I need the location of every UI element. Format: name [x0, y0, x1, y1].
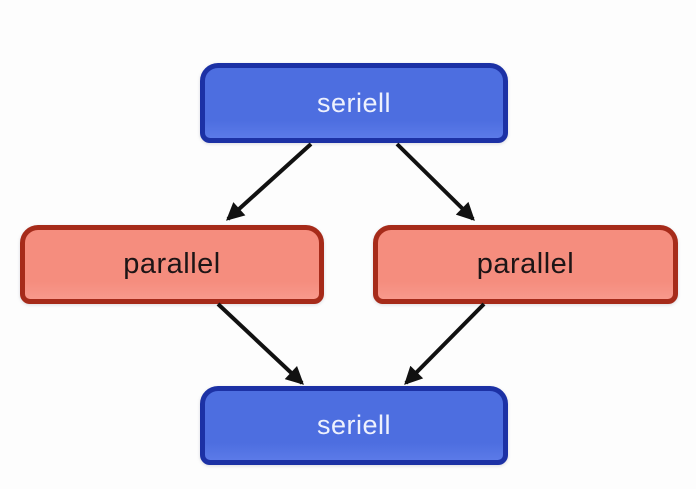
node-parallel-right-label: parallel [476, 248, 575, 280]
node-parallel-left-label: parallel [123, 248, 221, 280]
node-parallel-right: parallel [373, 225, 678, 304]
node-seriell-bottom-label: seriell [316, 410, 392, 440]
node-seriell-top: seriell [200, 63, 508, 143]
arrow-parallel-right-to-seriell-bottom [404, 302, 486, 385]
node-seriell-top-label: seriell [316, 87, 392, 118]
arrow-seriell-top-to-parallel-left [225, 142, 313, 221]
node-seriell-bottom: seriell [200, 386, 508, 465]
node-parallel-left: parallel [20, 225, 324, 304]
arrow-seriell-top-to-parallel-right [395, 142, 475, 221]
arrow-parallel-left-to-seriell-bottom [216, 302, 304, 385]
